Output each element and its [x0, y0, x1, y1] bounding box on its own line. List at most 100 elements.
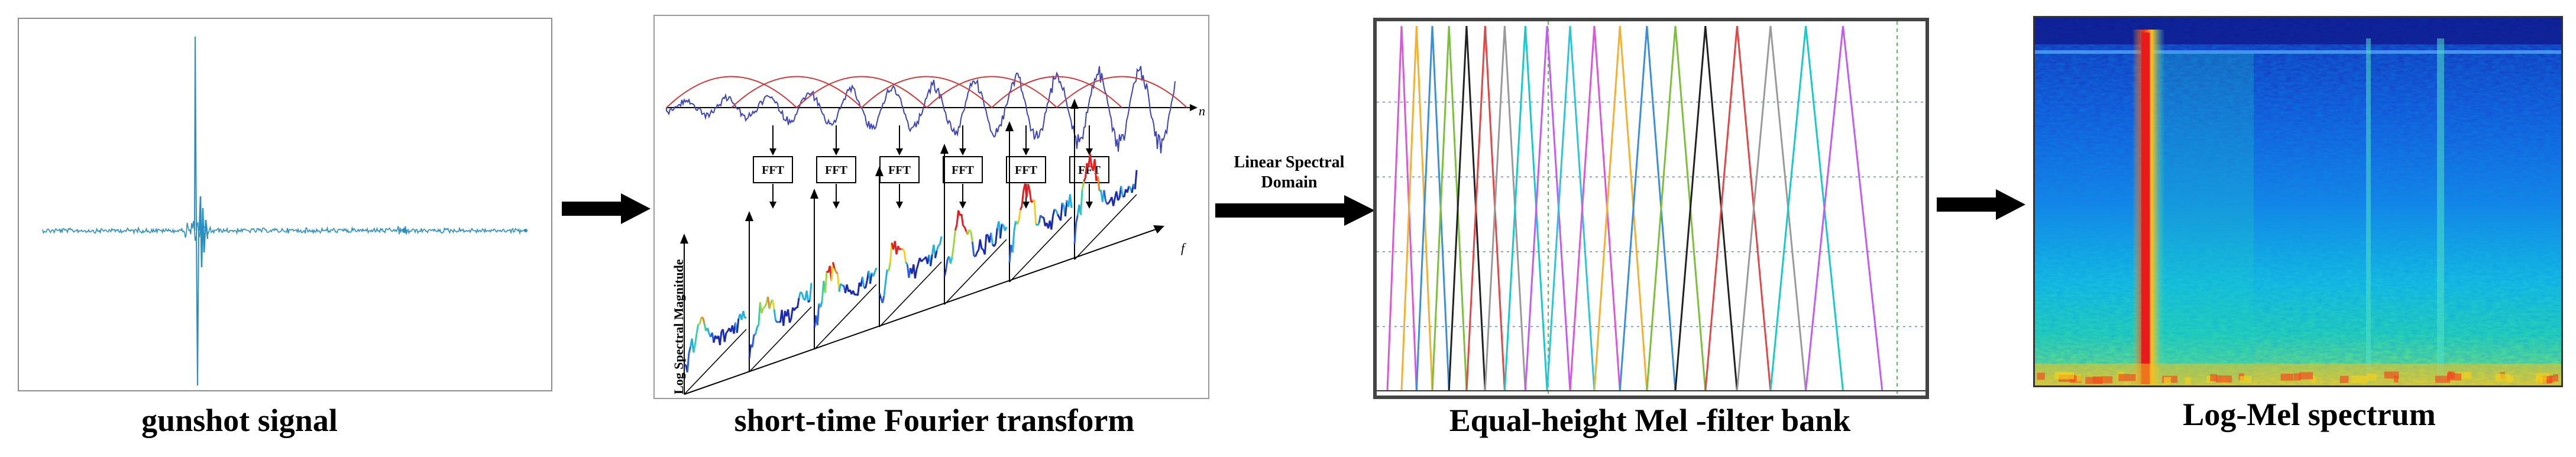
spectrum-baseline — [814, 284, 877, 350]
arrow-label-line2: Domain — [1261, 173, 1318, 192]
mel-triangular-filter — [1415, 25, 1450, 391]
spectrum-trace — [1052, 209, 1056, 216]
spectrum-trace — [787, 309, 791, 323]
fft-box-label: FFT — [1015, 164, 1037, 177]
analysis-window — [796, 76, 927, 108]
spectrum-trace — [990, 232, 993, 245]
spectrum-trace — [936, 245, 940, 251]
spectrum-trace — [1069, 194, 1073, 208]
low-frequency-speckle — [2076, 374, 2082, 382]
spectrum-trace — [1120, 186, 1124, 197]
spectrum-trace — [1020, 206, 1023, 210]
spectrum-trace — [805, 290, 810, 303]
spectrum-trace — [1028, 190, 1033, 203]
spectrum-axis-arrowhead — [680, 234, 688, 244]
mel-triangular-filter — [1465, 25, 1506, 391]
spectrum-trace — [937, 244, 941, 247]
low-frequency-speckle — [2435, 375, 2450, 383]
spectrum-trace — [686, 353, 690, 372]
spectrum-trace — [1084, 163, 1088, 178]
mel-triangular-filter — [1448, 25, 1486, 391]
mel-filter-bank-panel — [1373, 18, 1929, 399]
spectrum-trace — [1011, 231, 1015, 253]
spectrum-trace — [725, 330, 729, 334]
spectrum-trace — [889, 242, 893, 263]
spectrum-trace — [694, 333, 698, 345]
secondary-event-marker — [402, 228, 407, 233]
spectrum-trace — [954, 224, 958, 231]
fft-out-arrowhead — [896, 202, 903, 209]
spectrum-trace — [796, 297, 800, 309]
spectrum-trace — [1021, 190, 1025, 206]
low-frequency-speckle — [2164, 377, 2172, 384]
spectrum-trace — [1096, 176, 1101, 192]
fft-in-arrowhead — [896, 148, 903, 155]
spectrum-trace — [881, 296, 885, 303]
spectrum-trace — [945, 259, 949, 270]
fft-box-label: FFT — [888, 164, 911, 177]
spectrum-trace — [1013, 221, 1017, 231]
spectrum-trace — [835, 271, 839, 275]
spectrum-baseline — [749, 306, 812, 372]
fft-out-arrowhead — [769, 202, 776, 209]
spectrum-trace — [695, 324, 700, 334]
spectrum-trace — [807, 299, 811, 303]
spectrum-baseline — [1009, 216, 1072, 283]
spectrum-trace — [1033, 200, 1037, 224]
spectrum-trace — [872, 271, 876, 277]
spectrum-trace — [1050, 216, 1054, 230]
low-frequency-speckle — [2351, 375, 2368, 383]
spectrum-trace — [793, 307, 797, 311]
low-frequency-speckle — [2118, 374, 2136, 381]
low-frequency-speckle — [2185, 377, 2191, 384]
spectrum-trace — [782, 310, 786, 326]
spectrum-trace — [1134, 170, 1138, 190]
spectrum-trace — [846, 284, 850, 292]
gunshot-burst-core — [2141, 33, 2150, 384]
spectrum-trace — [702, 317, 706, 325]
spectrum-trace — [830, 262, 834, 281]
axis-f-label: f — [1181, 241, 1186, 255]
spectrum-trace — [970, 231, 973, 242]
log-spectral-magnitude-label: Log Spectral Magnitude — [671, 259, 686, 394]
spectrum-trace — [790, 307, 794, 319]
spectrum-trace — [748, 344, 752, 359]
spectrum-trace — [1108, 200, 1111, 204]
spectrum-axis-arrowhead — [1070, 99, 1079, 109]
spectrum-trace — [1004, 226, 1008, 231]
arrow-right-icon — [1215, 195, 1375, 226]
analysis-window — [1056, 76, 1187, 108]
spectrum-trace — [995, 228, 998, 244]
spectrum-baseline — [684, 329, 747, 395]
spectrum-trace — [824, 271, 828, 293]
spectrum-trace — [1057, 213, 1060, 218]
spectrum-trace — [920, 259, 924, 262]
spectrum-axis-arrowhead — [810, 189, 818, 199]
spectrum-trace — [706, 328, 710, 334]
time-axis-arrowhead — [1190, 104, 1198, 111]
spectrum-trace — [755, 327, 758, 335]
spectrum-trace — [857, 282, 860, 296]
spectrum-trace — [975, 252, 978, 257]
fft-box — [1006, 156, 1046, 183]
spectrum-trace — [1018, 209, 1021, 221]
spectrum-trace — [993, 243, 996, 247]
spectrum-trace — [878, 293, 882, 299]
fft-in-arrowhead — [959, 148, 966, 155]
log-mel-spectrum-panel — [2033, 16, 2563, 387]
spectrum-trace — [1115, 191, 1119, 201]
low-frequency-speckle — [2366, 373, 2377, 381]
spectrum-trace — [1060, 202, 1063, 221]
mel-filter-bank — [1377, 21, 1925, 396]
mel-triangular-filter — [1674, 25, 1738, 391]
spectrum-trace — [962, 225, 966, 228]
analysis-window — [926, 76, 1057, 108]
fft-in-arrowhead — [833, 148, 840, 155]
spectrum-trace — [930, 254, 933, 267]
spectrum-trace — [1037, 222, 1040, 226]
spectrum-trace — [688, 346, 691, 354]
stft-caption: short-time Fourier transform — [734, 403, 1135, 438]
spectrum-trace — [899, 248, 902, 251]
low-frequency-speckle — [2495, 374, 2511, 381]
spectrum-trace — [854, 293, 857, 296]
